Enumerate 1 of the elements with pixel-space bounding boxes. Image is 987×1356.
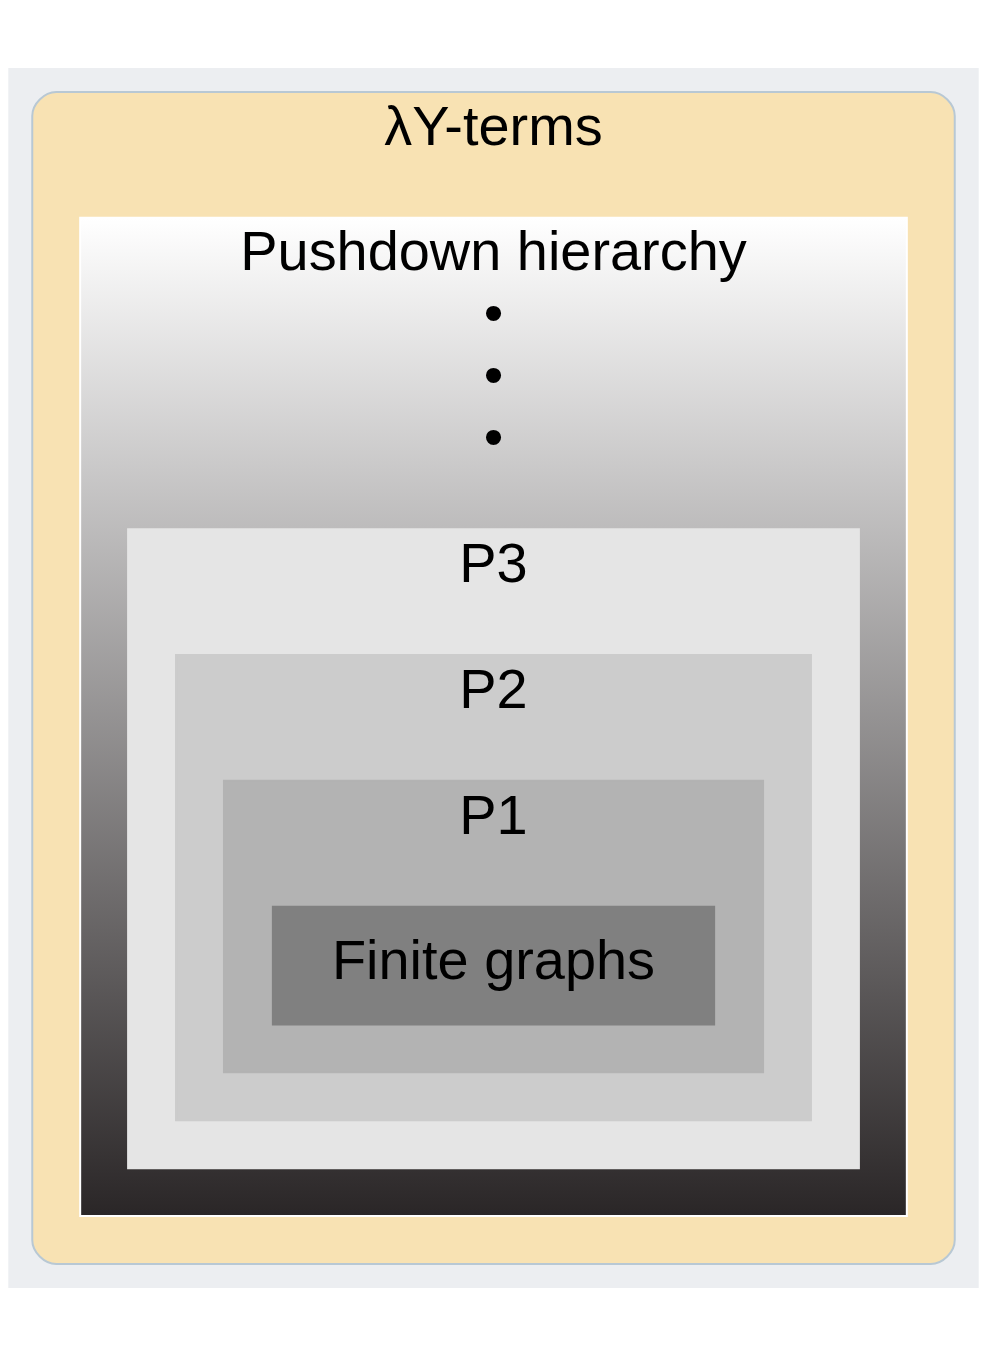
node-box: Finite graphs [271, 905, 716, 1026]
